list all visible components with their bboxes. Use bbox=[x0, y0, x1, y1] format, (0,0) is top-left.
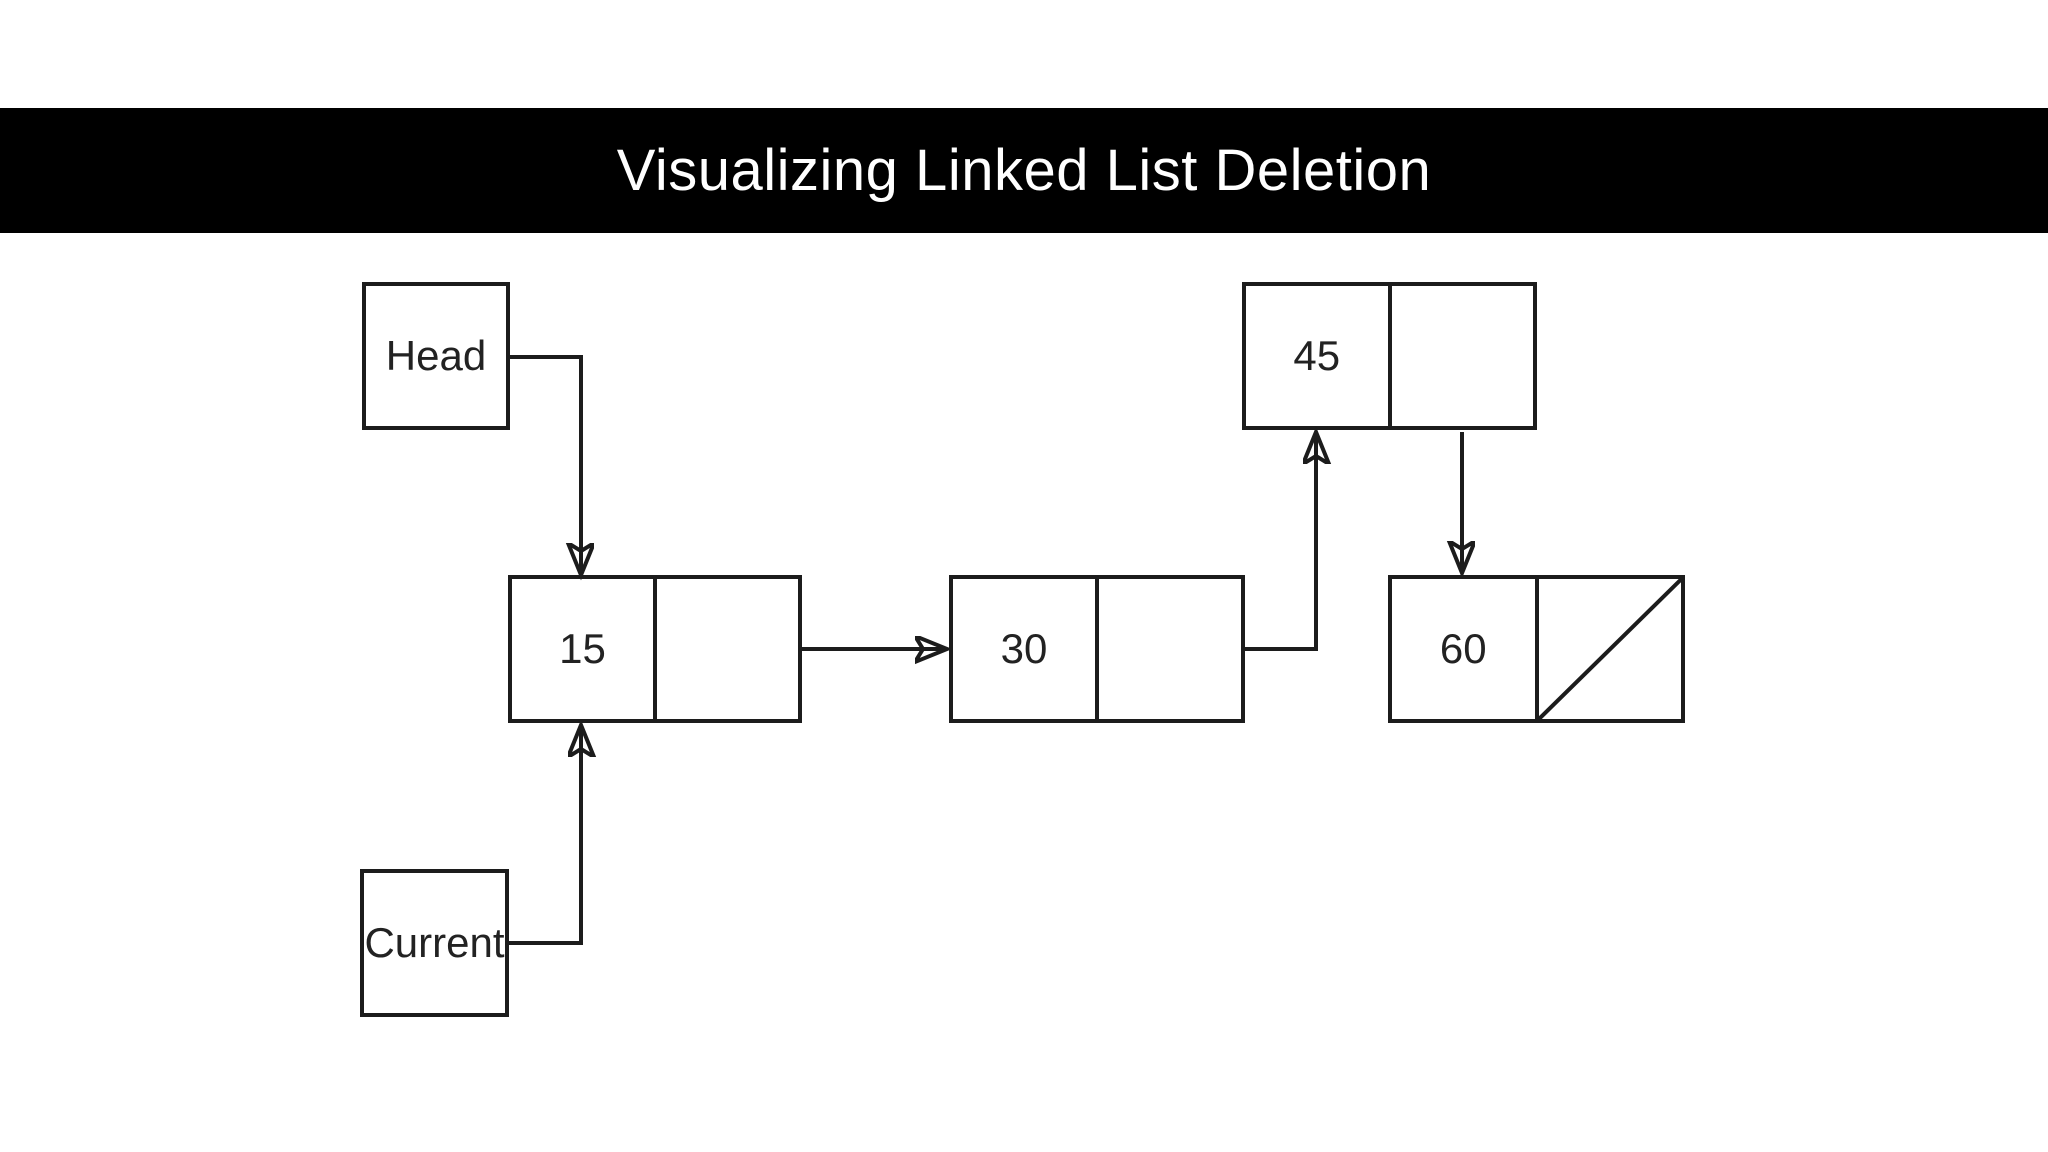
head-pointer-box: Head bbox=[362, 282, 510, 430]
node-value: 30 bbox=[1000, 625, 1048, 672]
current-pointer-label: Current bbox=[364, 919, 505, 966]
head-to-node15-arrow bbox=[510, 355, 581, 573]
node30-to-node45-arrow bbox=[1245, 434, 1316, 651]
list-node: 45 bbox=[1242, 282, 1537, 430]
node-value: 45 bbox=[1293, 332, 1341, 379]
current-to-node15-arrow bbox=[509, 727, 581, 945]
list-node: 60 bbox=[1388, 575, 1685, 723]
null-slash-icon bbox=[1538, 579, 1681, 719]
title-banner: Visualizing Linked List Deletion bbox=[0, 108, 2048, 233]
node-pointer-cell bbox=[1534, 579, 1681, 719]
page-title: Visualizing Linked List Deletion bbox=[616, 138, 1432, 203]
node-value-cell: 45 bbox=[1246, 286, 1388, 426]
node-pointer-cell bbox=[1387, 286, 1534, 426]
head-pointer-label: Head bbox=[385, 332, 487, 379]
node-pointer-cell bbox=[1095, 579, 1241, 719]
list-node: 15 bbox=[508, 575, 802, 723]
node-pointer-cell bbox=[653, 579, 798, 719]
current-pointer-box: Current bbox=[360, 869, 509, 1017]
node-value-cell: 30 bbox=[953, 579, 1095, 719]
node-value-cell: 15 bbox=[512, 579, 653, 719]
list-node: 30 bbox=[949, 575, 1245, 723]
node-value: 15 bbox=[559, 625, 606, 672]
node-value: 60 bbox=[1439, 625, 1487, 672]
node-value-cell: 60 bbox=[1392, 579, 1535, 719]
